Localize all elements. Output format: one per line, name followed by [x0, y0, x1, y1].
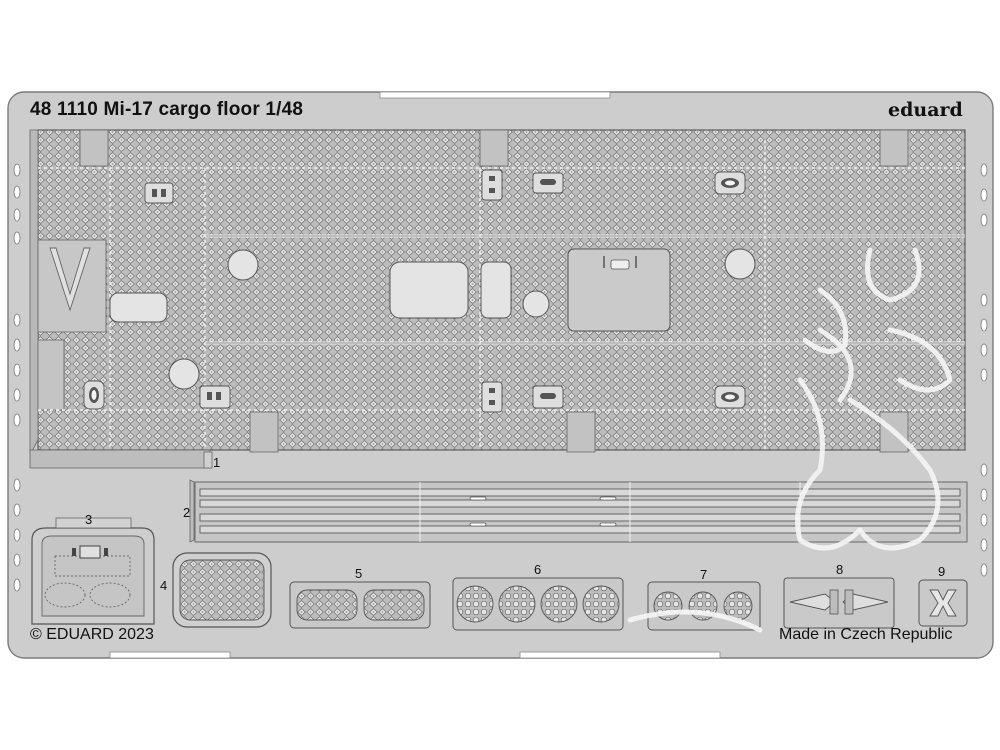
part-number-6: 6	[534, 562, 542, 577]
part-number-9: 9	[938, 564, 946, 579]
part-3-hatch-frame	[31, 517, 155, 625]
part-1-cargo-floor	[29, 129, 966, 469]
copyright-text: © EDUARD 2023	[30, 626, 154, 643]
origin-text: Made in Czech Republic	[779, 626, 953, 643]
frame-notches	[109, 91, 721, 659]
part-number-2: 2	[183, 505, 191, 520]
edge-holes-right	[980, 163, 988, 577]
part-9-bracket	[918, 579, 968, 627]
part-number-5: 5	[355, 566, 363, 581]
fret-title: 48 1110 Mi-17 cargo floor 1/48	[30, 99, 304, 120]
part-8-tie-down-rails	[783, 577, 895, 629]
edge-holes-left	[13, 163, 21, 592]
eduard-logo	[627, 247, 953, 633]
part-number-7: 7	[700, 567, 708, 582]
brand-logo-text: eduard	[888, 99, 963, 121]
part-2-floor-strips	[189, 479, 968, 543]
part-number-1: 1	[213, 455, 221, 470]
part-number-4: 4	[160, 578, 168, 593]
part-number-8: 8	[836, 562, 844, 577]
part-4-hatch-plate	[172, 552, 272, 628]
part-5-twin-plates	[289, 581, 431, 629]
part-number-3: 3	[85, 512, 93, 527]
part-6-round-plates	[452, 577, 624, 631]
